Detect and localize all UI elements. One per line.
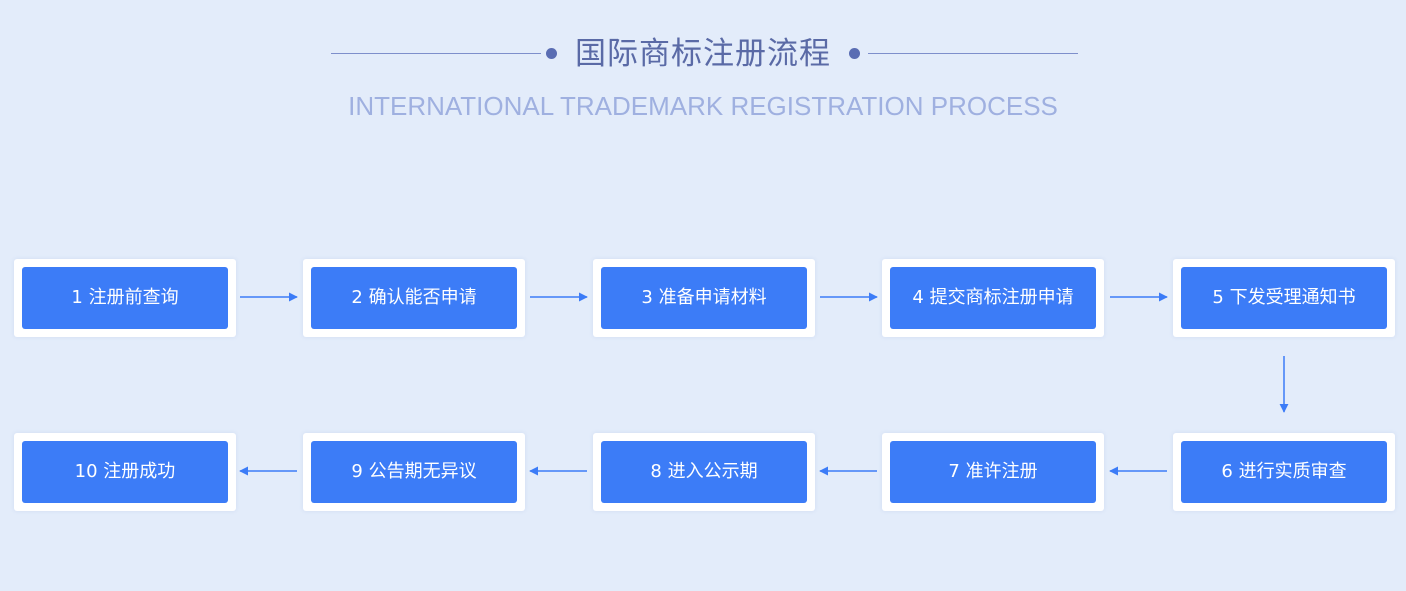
- step-label: 5 下发受理通知书: [1181, 267, 1387, 329]
- step-label: 10 注册成功: [22, 441, 228, 503]
- title-divider-left: [331, 53, 541, 54]
- title-row: 国际商标注册流程: [0, 34, 1406, 74]
- page-subtitle: INTERNATIONAL TRADEMARK REGISTRATION PRO…: [348, 91, 1058, 121]
- step-label: 3 准备申请材料: [601, 267, 807, 329]
- page-title: 国际商标注册流程: [575, 36, 831, 72]
- step-label: 4 提交商标注册申请: [890, 267, 1096, 329]
- step-label: 6 进行实质审查: [1181, 441, 1387, 503]
- step-3: 3 准备申请材料: [593, 259, 815, 337]
- step-9: 9 公告期无异议: [303, 433, 525, 511]
- step-4: 4 提交商标注册申请: [882, 259, 1104, 337]
- step-6: 6 进行实质审查: [1173, 433, 1395, 511]
- step-8: 8 进入公示期: [593, 433, 815, 511]
- step-1: 1 注册前查询: [14, 259, 236, 337]
- title-divider-right: [868, 53, 1078, 54]
- step-label: 1 注册前查询: [22, 267, 228, 329]
- step-label: 7 准许注册: [890, 441, 1096, 503]
- step-5: 5 下发受理通知书: [1173, 259, 1395, 337]
- step-7: 7 准许注册: [882, 433, 1104, 511]
- title-dot-right: [849, 48, 860, 59]
- step-label: 2 确认能否申请: [311, 267, 517, 329]
- step-10: 10 注册成功: [14, 433, 236, 511]
- step-2: 2 确认能否申请: [303, 259, 525, 337]
- step-label: 9 公告期无异议: [311, 441, 517, 503]
- title-dot-left: [546, 48, 557, 59]
- step-label: 8 进入公示期: [601, 441, 807, 503]
